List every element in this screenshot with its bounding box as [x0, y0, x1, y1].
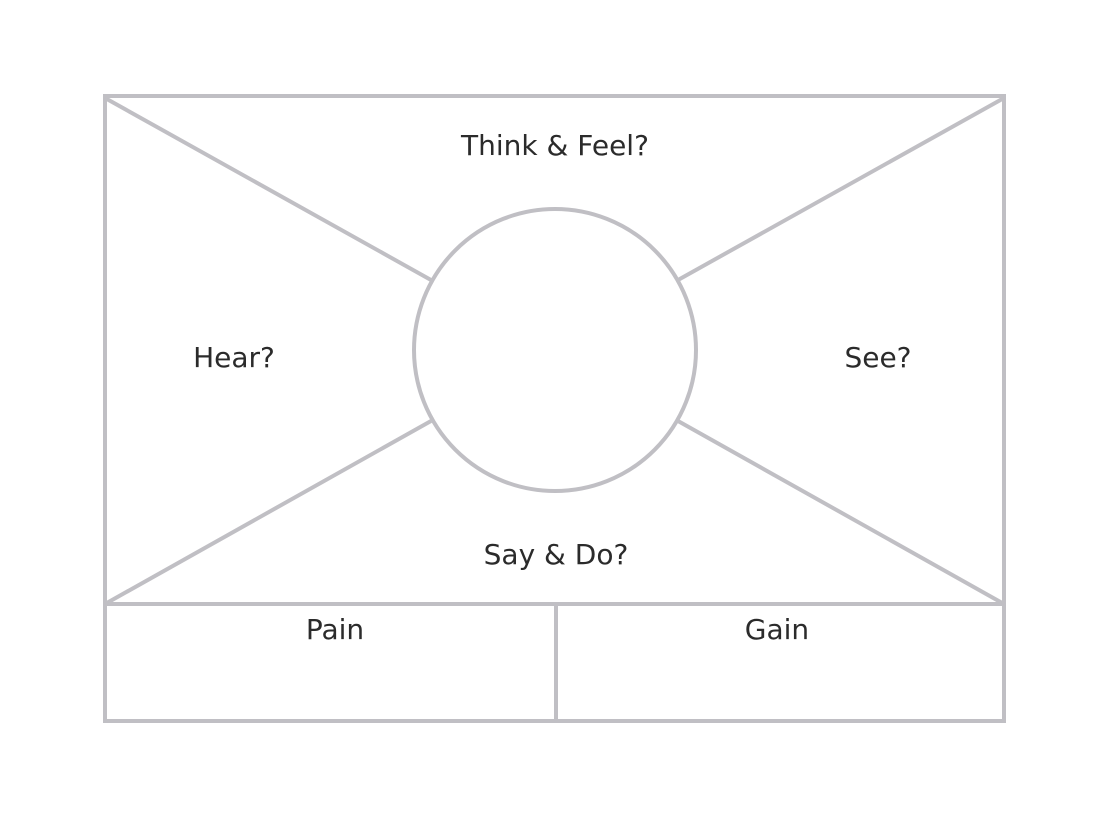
center-circle [412, 207, 698, 493]
pain-label: Pain [306, 613, 364, 646]
hear-label: Hear? [193, 341, 275, 374]
see-label: See? [844, 341, 911, 374]
diagonal-bottom-left [104, 419, 432, 606]
diagonal-bottom-right [677, 419, 1005, 606]
say-do-label: Say & Do? [484, 538, 629, 571]
diagonal-top-left [104, 96, 432, 282]
diagonal-top-right [677, 96, 1005, 282]
think-feel-label: Think & Feel? [460, 129, 649, 162]
gain-label: Gain [745, 613, 809, 646]
